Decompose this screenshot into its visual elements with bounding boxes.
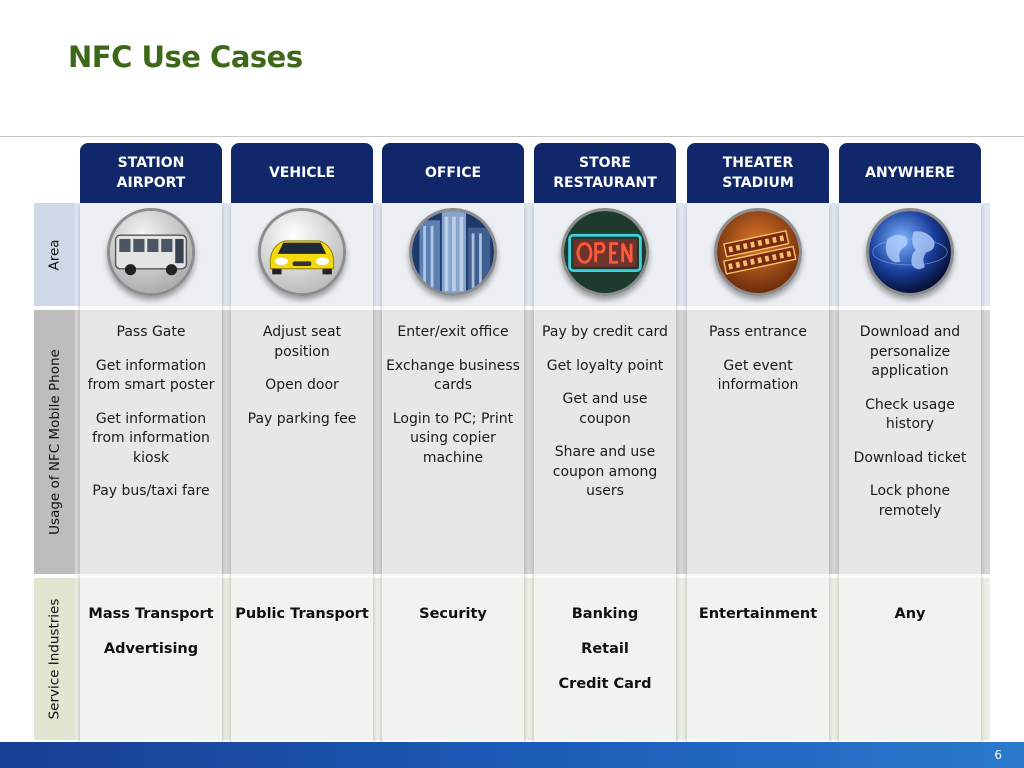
column-anywhere: ANYWHERE Download and personalize applic… <box>839 143 981 747</box>
office-building-icon <box>409 208 497 296</box>
page-number: 6 <box>994 748 1002 762</box>
column-store-restaurant: STORE RESTAURANT Pay by credit card Get … <box>534 143 676 747</box>
list-item: Mass Transport <box>88 606 214 622</box>
service-list: Any <box>843 604 977 639</box>
usage-list: Pass entrance Get event information <box>691 323 825 410</box>
list-item: Entertainment <box>698 606 818 622</box>
list-item: Get event information <box>717 357 799 394</box>
service-list: Public Transport <box>235 604 369 639</box>
list-item: Adjust seat position <box>262 324 342 360</box>
list-item: Get loyalty point <box>546 357 664 374</box>
list-item: Credit Card <box>558 676 652 692</box>
column-office: OFFICE Enter/exit office Exchange busine… <box>382 143 524 747</box>
column-header: THEATER STADIUM <box>687 143 829 203</box>
footer-bar <box>0 742 1024 768</box>
list-item: Get information from information kiosk <box>92 410 210 466</box>
list-item: Lock phone remotely <box>869 483 951 519</box>
list-item: Open door <box>265 377 339 393</box>
service-list: Entertainment <box>691 604 825 639</box>
list-item: Pay bus/taxi fare <box>92 483 210 499</box>
globe-icon <box>866 208 954 296</box>
column-theater-stadium: THEATER STADIUM Pass entrance Get event … <box>687 143 829 747</box>
usage-list: Enter/exit office Exchange business card… <box>386 323 520 482</box>
list-item: Security <box>419 606 487 622</box>
feature-presentation-sign-icon <box>714 208 802 296</box>
list-item: Download ticket <box>853 449 967 466</box>
usage-list: Download and personalize application Che… <box>843 323 977 535</box>
divider <box>0 136 1024 137</box>
usage-list: Pass Gate Get information from smart pos… <box>84 323 218 516</box>
list-item: Enter/exit office <box>397 324 509 340</box>
usage-list: Adjust seat position Open door Pay parki… <box>235 323 369 443</box>
service-list: Mass Transport Advertising <box>84 604 218 674</box>
column-header: OFFICE <box>382 143 524 203</box>
row-label-area: Area <box>34 203 75 306</box>
service-list: Banking Retail Credit Card <box>538 604 672 709</box>
list-item: Retail <box>581 641 629 657</box>
column-station-airport: STATION AIRPORT Pass Gate Get informatio… <box>80 143 222 747</box>
list-item: Pay by credit card <box>542 324 668 340</box>
list-item: Public Transport <box>235 606 369 622</box>
column-header: ANYWHERE <box>839 143 981 203</box>
column-header: STORE RESTAURANT <box>534 143 676 203</box>
usage-list: Pay by credit card Get loyalty point Get… <box>538 323 672 516</box>
column-header: VEHICLE <box>231 143 373 203</box>
list-item: Pass Gate <box>116 324 186 340</box>
service-list: Security <box>386 604 520 639</box>
list-item: Advertising <box>103 641 199 657</box>
column-header: STATION AIRPORT <box>80 143 222 203</box>
row-label-usage: Usage of NFC Mobile Phone <box>34 310 75 574</box>
list-item: Exchange business cards <box>386 357 520 394</box>
list-item: Login to PC; Print using copier machine <box>392 410 514 466</box>
list-item: Banking <box>571 606 639 622</box>
list-item: Pay parking fee <box>247 410 357 427</box>
list-item: Get information from smart poster <box>87 357 215 394</box>
open-sign-icon <box>561 208 649 296</box>
row-label-service: Service Industries <box>34 578 75 740</box>
car-icon <box>258 208 346 296</box>
bus-icon <box>107 208 195 296</box>
page-title: NFC Use Cases <box>68 40 303 74</box>
list-item: Share and use coupon among users <box>552 444 658 499</box>
list-item: Any <box>894 606 926 622</box>
list-item: Get and use coupon <box>562 391 648 427</box>
column-vehicle: VEHICLE Adjust seat position Open door P… <box>231 143 373 747</box>
list-item: Check usage history <box>865 396 955 433</box>
list-item: Pass entrance <box>709 324 807 340</box>
list-item: Download and personalize application <box>859 324 961 379</box>
